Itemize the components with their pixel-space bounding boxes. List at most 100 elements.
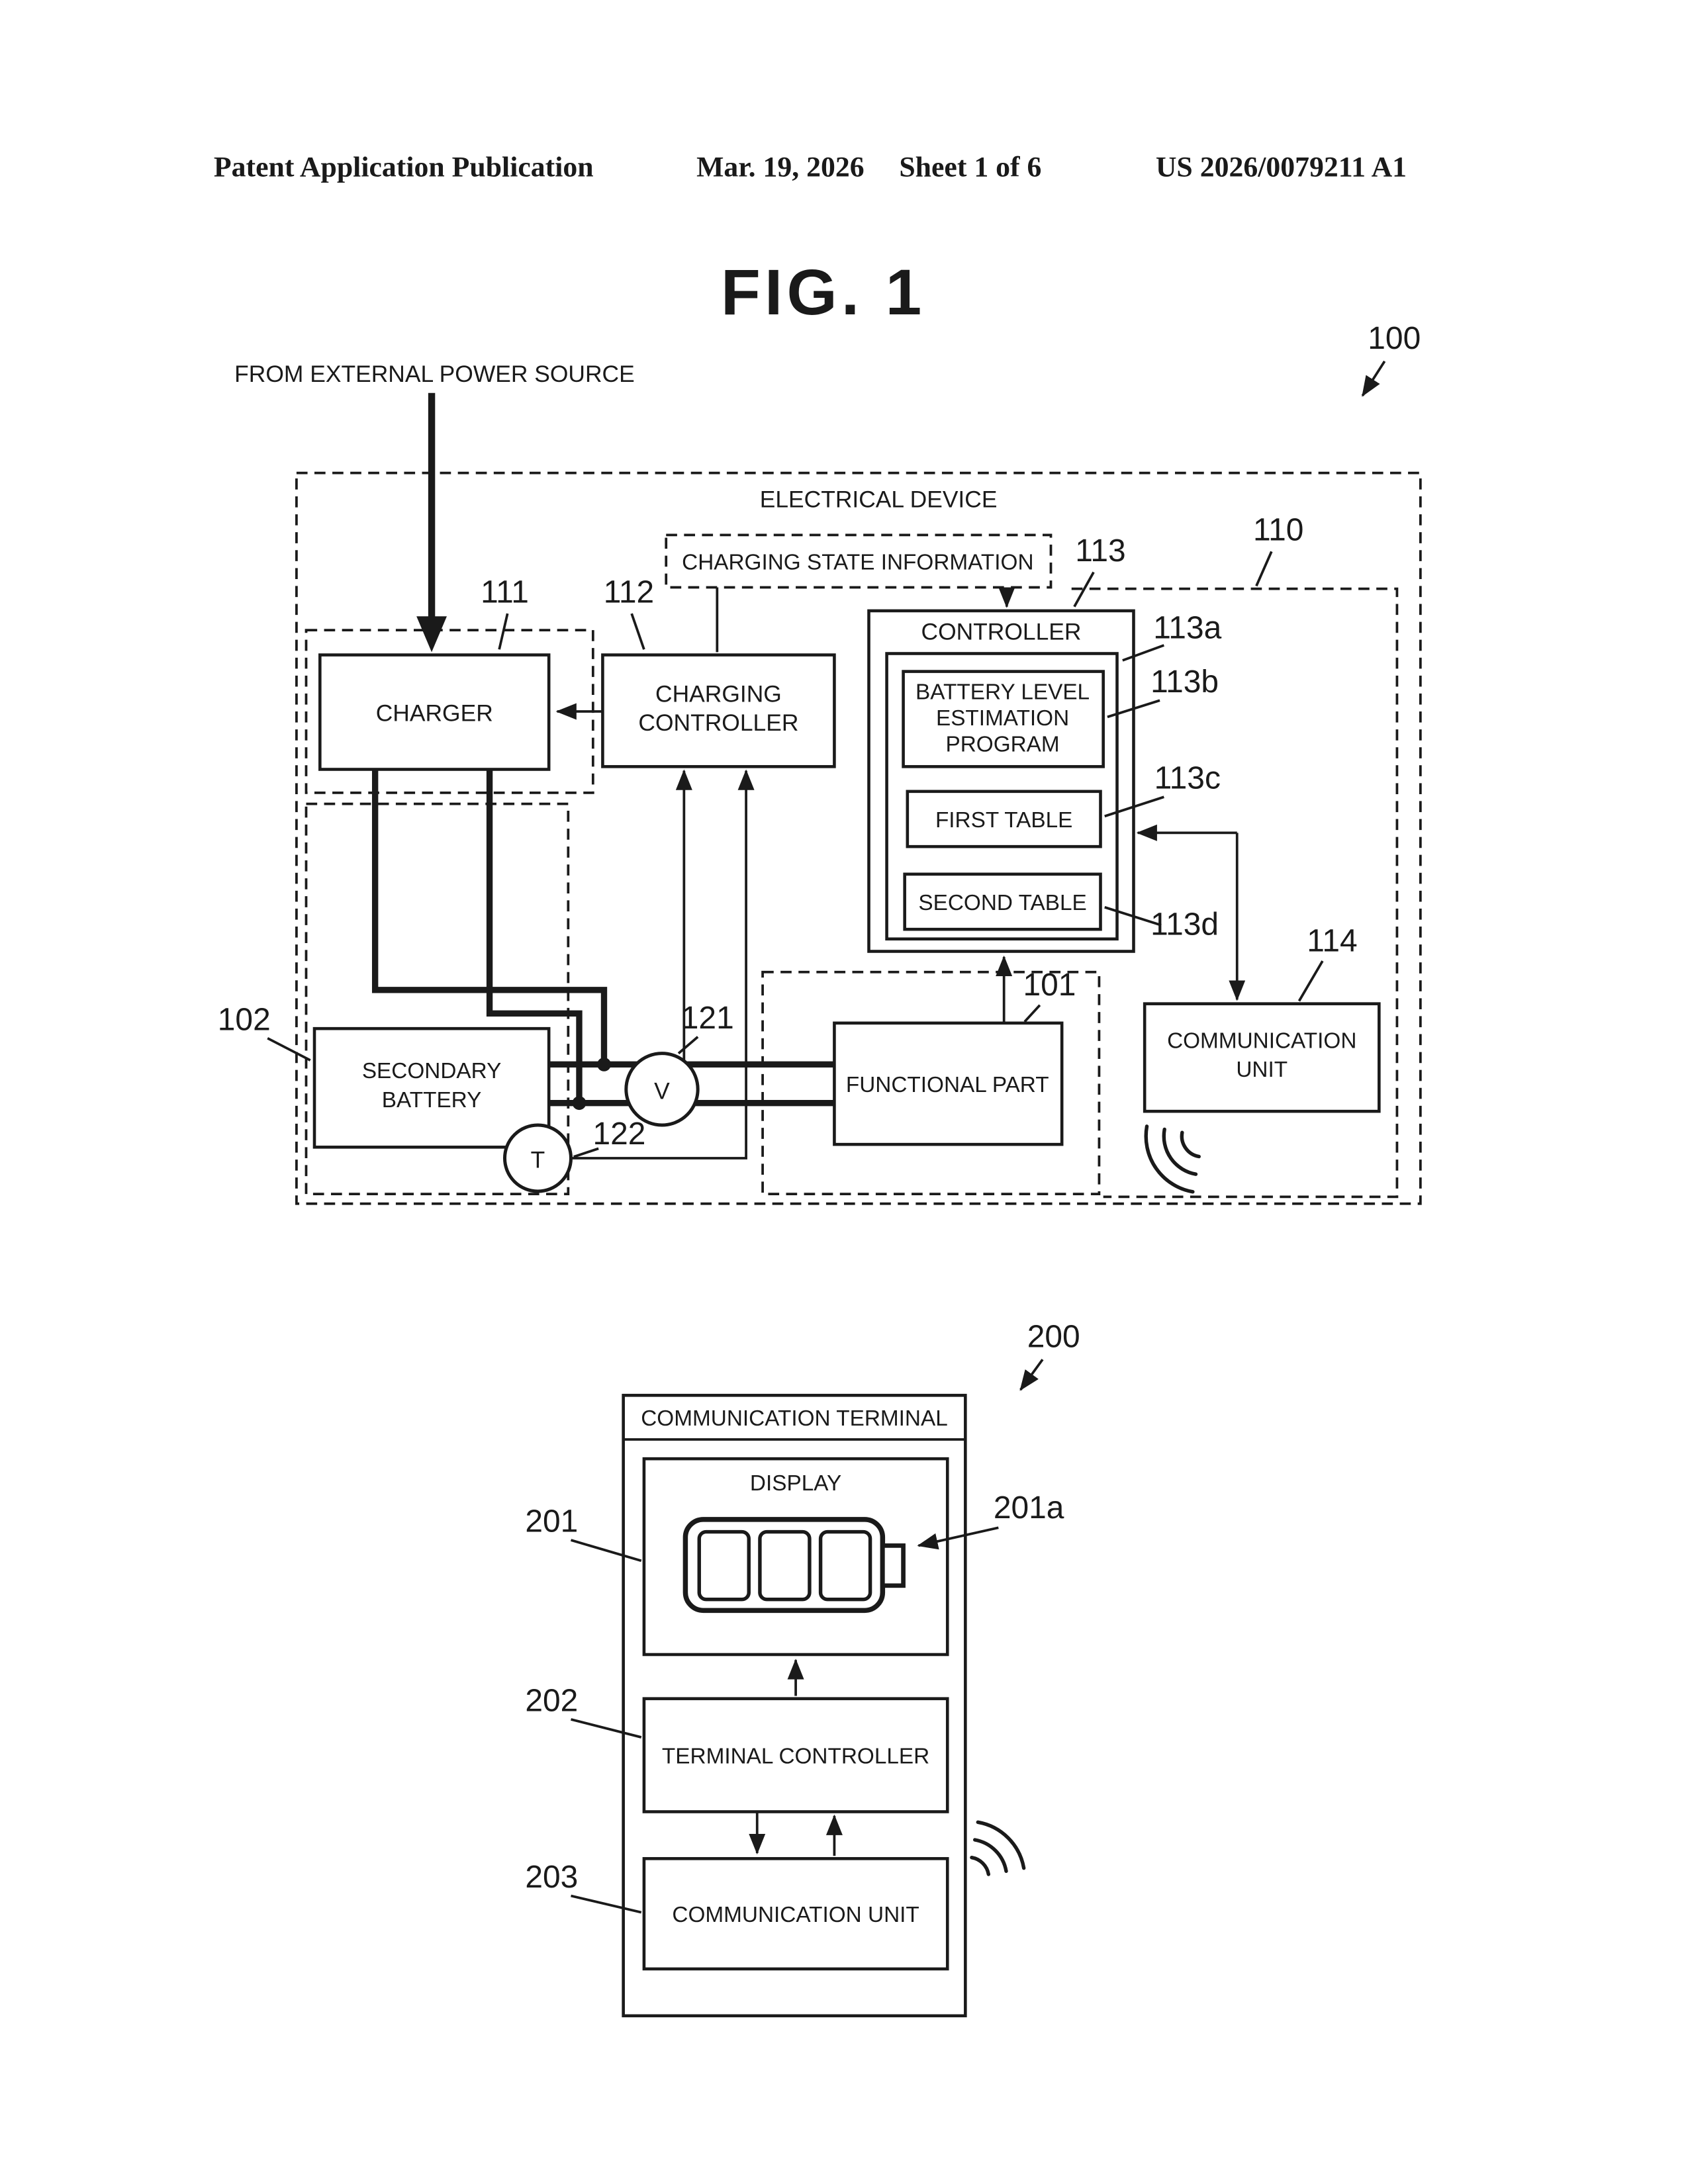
charger-label: CHARGER (376, 700, 493, 727)
patent-header: Patent Application Publication Mar. 19, … (214, 152, 1407, 183)
functional-part-box (833, 1021, 1064, 1146)
charging-controller-block: CHARGING CONTROLLER (601, 653, 836, 768)
ref-100-arrow (1361, 360, 1386, 397)
electrical-device-dashed-box (295, 471, 1422, 1205)
battery-level-program-line1: BATTERY LEVEL (915, 680, 1090, 704)
ref-114: 114 (1307, 924, 1357, 959)
battery-level-program-line3: PROGRAM (945, 732, 1059, 756)
second-table-label: SECOND TABLE (918, 891, 1086, 915)
ref-112: 112 (604, 574, 654, 610)
terminal-signal-arc-3 (976, 1820, 1026, 1870)
secondary-battery-block: SECONDARY BATTERY (312, 1026, 551, 1149)
ref-122-leader (573, 1147, 599, 1158)
control-unit-dashed-box (1071, 587, 1399, 1199)
functional-part-label: FUNCTIONAL PART (846, 1073, 1049, 1097)
battery-level-program-line2: ESTIMATION (936, 706, 1069, 731)
external-power-source-label: FROM EXTERNAL POWER SOURCE (234, 361, 635, 387)
device-signal-arc-3 (1144, 1124, 1195, 1194)
figure-title: FIG. 1 (721, 255, 926, 328)
battery-level-icon (682, 1517, 906, 1614)
controller-box (867, 609, 1135, 953)
ref-113c-leader (1104, 796, 1164, 818)
secondary-battery-line1: SECONDARY (362, 1059, 502, 1083)
electrical-device-label: ELECTRICAL DEVICE (760, 486, 998, 513)
controller-memory-box (885, 652, 1119, 941)
ref-200: 200 (1027, 1319, 1080, 1354)
charging-controller-label-line2: CONTROLLER (638, 709, 798, 736)
ref-101-leader (1023, 1004, 1041, 1023)
device-communication-unit-line1: COMMUNICATION (1167, 1028, 1356, 1053)
ref-203-leader (571, 1894, 642, 1914)
first-table-box (906, 790, 1102, 848)
display-label: DISPLAY (750, 1471, 841, 1496)
ref-201a: 201a (994, 1490, 1064, 1525)
device-communication-unit-block: COMMUNICATION UNIT (1143, 1002, 1381, 1113)
wire-junction-dot-2 (572, 1096, 586, 1111)
ref-201-leader (570, 1539, 642, 1563)
header-publication: Patent Application Publication (214, 152, 594, 183)
terminal-signal-arc-1 (970, 1855, 991, 1876)
ref-110-leader (1255, 551, 1273, 587)
ref-114-leader (1297, 960, 1324, 1002)
controller-block: CONTROLLER BATTERY LEVEL ESTIMATION PROG… (867, 609, 1135, 953)
temperature-sense-line (571, 769, 755, 1160)
ref-202-leader (571, 1718, 642, 1739)
ref-102-leader (267, 1037, 311, 1062)
ref-202: 202 (525, 1683, 578, 1718)
ref-113a: 113a (1153, 611, 1221, 646)
wire-junction-dot-1 (597, 1057, 611, 1071)
ref-113: 113 (1075, 533, 1125, 569)
controller-label: CONTROLLER (921, 619, 1082, 645)
ref-113d-leader (1104, 906, 1162, 927)
secondary-battery-box (312, 1026, 551, 1149)
ref-111-leader (498, 613, 509, 650)
charger-box (318, 653, 551, 771)
charging-state-info-box (665, 533, 1053, 589)
functional-part-dashed-box (761, 970, 1101, 1196)
terminal-communication-unit-label: COMMUNICATION UNIT (672, 1903, 919, 1927)
battery-icon-cell-2 (758, 1529, 812, 1602)
ref-100: 100 (1368, 321, 1421, 356)
charging-controller-label-line1: CHARGING (655, 680, 782, 707)
communication-terminal-box (622, 1394, 967, 2018)
device-signal-arc-1 (1180, 1130, 1201, 1159)
communication-terminal-label: COMMUNICATION TERMINAL (641, 1406, 948, 1431)
terminal-signal-arc-2 (973, 1838, 1008, 1873)
ref-201: 201 (525, 1504, 578, 1539)
first-table-label: FIRST TABLE (935, 808, 1072, 833)
temperature-sensor-label: T (531, 1147, 545, 1173)
temperature-sensor-circle (503, 1123, 573, 1193)
device-communication-unit-line2: UNIT (1236, 1058, 1288, 1082)
ref-113b-leader (1107, 699, 1160, 719)
secondary-battery-line2: BATTERY (382, 1088, 482, 1113)
terminal-controller-label: TERMINAL CONTROLLER (662, 1745, 929, 1769)
charging-state-info-label: CHARGING STATE INFORMATION (682, 550, 1033, 574)
battery-icon-cell-1 (697, 1529, 751, 1602)
ref-121-leader (677, 1036, 699, 1055)
ref-200-arrow (1019, 1359, 1044, 1391)
ref-110: 110 (1253, 513, 1303, 548)
battery-level-program-box (902, 670, 1105, 768)
device-signal-arc-2 (1162, 1127, 1198, 1176)
voltage-sensor-circle (624, 1052, 700, 1127)
device-wireless-signal-icon (1144, 1124, 1201, 1194)
ref-113c: 113c (1154, 761, 1221, 796)
charger-block: CHARGER (318, 653, 551, 771)
ref-201a-arrow (917, 1526, 999, 1550)
communication-terminal-block: COMMUNICATION TERMINAL DISPLAY TERMINAL … (622, 1394, 967, 2018)
functional-part-block: FUNCTIONAL PART (833, 1021, 1064, 1146)
header-patent-number: US 2026/0079211 A1 (1156, 152, 1407, 183)
terminal-communication-unit-box (642, 1857, 949, 1971)
battery-icon-cell-3 (818, 1529, 872, 1602)
ref-113-leader (1073, 571, 1095, 608)
device-communication-unit-box (1143, 1002, 1381, 1113)
ref-113b: 113b (1150, 664, 1219, 700)
ref-111: 111 (481, 574, 529, 610)
ref-121: 121 (681, 1001, 734, 1036)
ref-122: 122 (592, 1116, 645, 1152)
voltage-sensor-label: V (654, 1077, 670, 1104)
ref-113a-leader (1122, 644, 1164, 662)
second-table-box (903, 872, 1102, 931)
